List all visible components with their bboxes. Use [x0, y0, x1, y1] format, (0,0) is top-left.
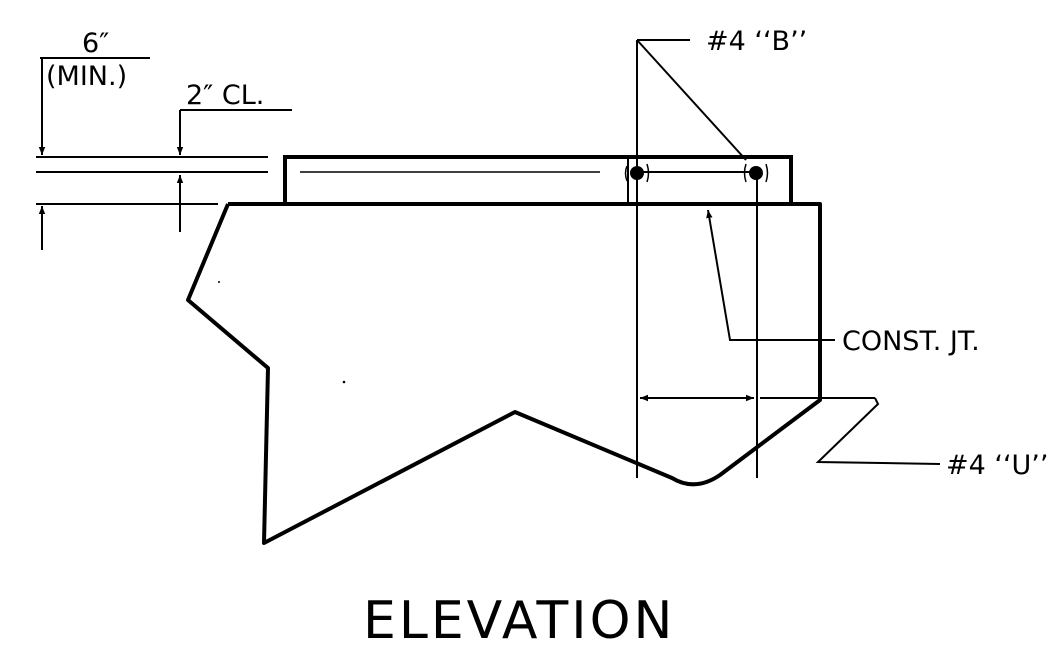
view-title: ELEVATION [363, 591, 675, 646]
label-bar-b: #4 ‘‘B’’ [706, 26, 807, 57]
label-2in-cl: 2″ CL. [186, 80, 264, 111]
label-min: (MIN.) [46, 61, 127, 92]
wall-outline [186, 202, 822, 545]
speck-2 [218, 281, 220, 283]
cj-leader [706, 209, 835, 341]
curb-cap [283, 155, 793, 206]
b-bar-right-hook [743, 163, 769, 183]
speck-1 [342, 380, 346, 384]
b-bar-left [630, 166, 644, 180]
u-leader [815, 397, 941, 465]
label-const-jt: CONST. JT. [842, 326, 980, 357]
label-bar-u: #4 ‘‘U’’ [946, 450, 1048, 481]
b-bar-left-hook [624, 163, 650, 183]
b-bar-right [749, 166, 763, 180]
b-leader-to-right-bar [636, 39, 747, 161]
label-6in: 6″ [82, 28, 109, 59]
